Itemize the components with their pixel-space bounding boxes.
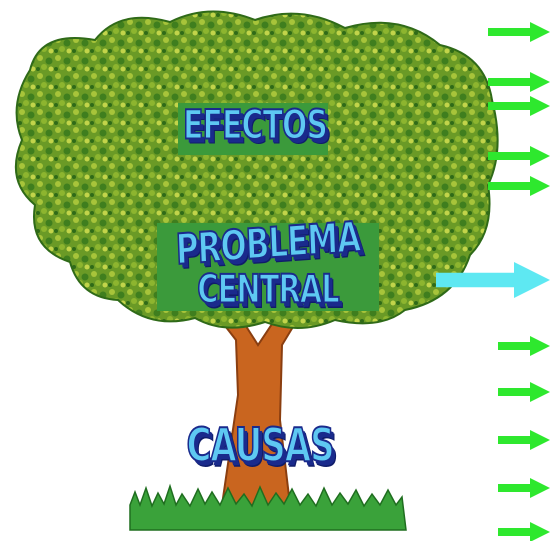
- problem-label-line2: CENTRAL: [168, 266, 368, 312]
- effects-label: EFECTOS: [170, 102, 340, 149]
- causes-label: CAUSAS: [170, 419, 350, 473]
- cause-arrow-1: [498, 336, 550, 356]
- cause-arrow-4: [498, 478, 550, 498]
- effect-arrow-5: [488, 176, 550, 196]
- cause-arrow-3: [498, 430, 550, 450]
- tree-trunk: [205, 298, 308, 505]
- effect-arrow-1: [488, 22, 550, 42]
- cause-arrow-2: [498, 382, 550, 402]
- effect-arrow-3: [488, 96, 550, 116]
- effect-arrow-2: [488, 72, 550, 92]
- cause-arrow-5: [498, 522, 550, 541]
